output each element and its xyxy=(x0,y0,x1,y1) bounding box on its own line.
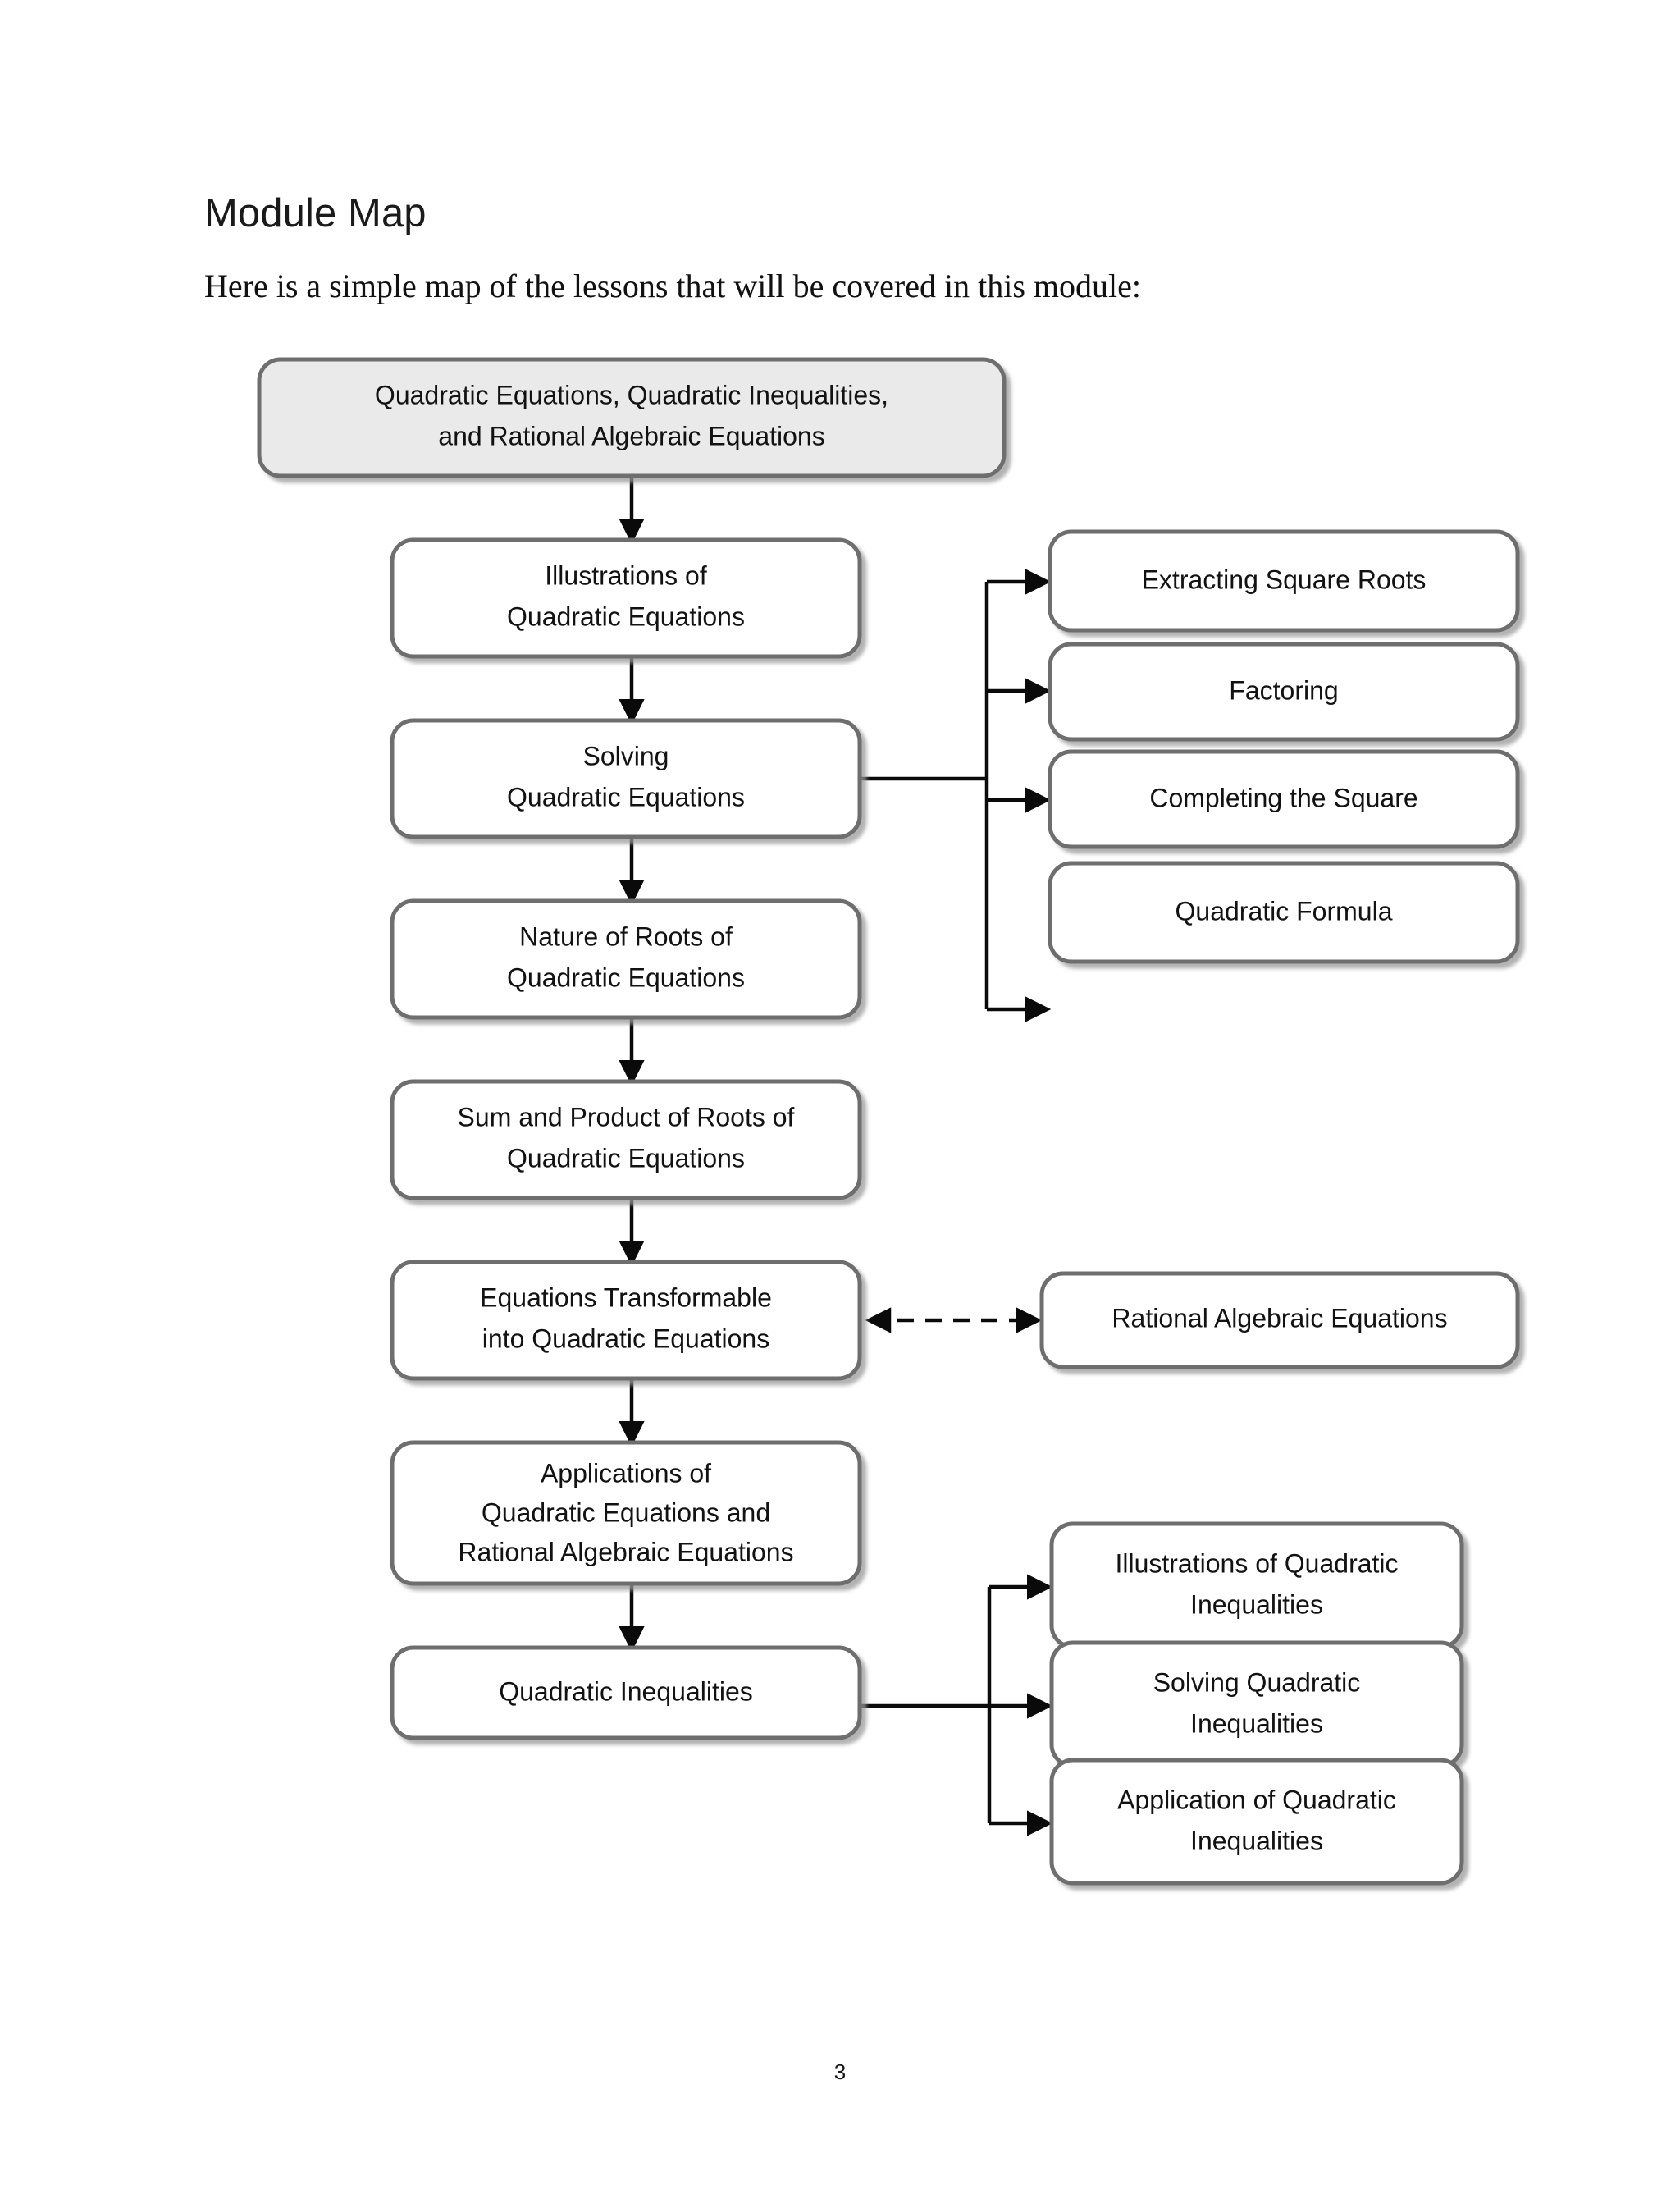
node-root[interactable]: Quadratic Equations, Quadratic Inequalit… xyxy=(257,357,1007,478)
node-transformable-box xyxy=(390,1260,862,1381)
node-extracting-box xyxy=(1048,529,1520,633)
node-nature-of-roots[interactable]: Nature of Roots of Quadratic Equations xyxy=(390,898,862,1020)
node-illustrations-inequalities-label-line-2: Inequalities xyxy=(1190,1589,1323,1619)
node-solving-inequalities-box xyxy=(1049,1640,1464,1768)
node-sumproduct-box xyxy=(390,1079,862,1200)
node-sumproduct-label-line-2: Quadratic Equations xyxy=(507,1143,745,1173)
connector-layer xyxy=(619,476,1053,1836)
node-application-inequalities-label-line-2: Inequalities xyxy=(1190,1826,1323,1855)
node-applications-label-line-3: Rational Algebraic Equations xyxy=(458,1537,793,1566)
node-rational-algebraic-equations[interactable]: Rational Algebraic Equations xyxy=(1039,1271,1520,1369)
node-extracting-square-roots[interactable]: Extracting Square Roots xyxy=(1048,529,1520,633)
node-quadratic-inequalities-box xyxy=(390,1645,862,1740)
node-applications[interactable]: Applications of Quadratic Equations and … xyxy=(390,1440,862,1586)
node-transformable-label-line-1: Equations Transformable xyxy=(480,1282,772,1312)
node-root-label-line-1: Quadratic Equations, Quadratic Inequalit… xyxy=(375,380,888,409)
node-transformable-label-line-2: into Quadratic Equations xyxy=(482,1324,769,1353)
node-formula-box xyxy=(1048,861,1520,964)
node-factoring[interactable]: Factoring xyxy=(1048,642,1520,742)
node-solving-quadratic-equations[interactable]: Solving Quadratic Equations xyxy=(390,718,862,839)
page-title: Module Map xyxy=(204,191,427,235)
node-illustrations-inequalities-label-line-1: Illustrations of Quadratic xyxy=(1115,1548,1398,1578)
node-illustrations-label-line-1: Illustrations of xyxy=(545,560,707,590)
node-solving-inequalities-label-line-2: Inequalities xyxy=(1190,1708,1323,1738)
node-completing-label: Completing the Square xyxy=(1149,783,1418,812)
node-sumproduct-label-line-1: Sum and Product of Roots of xyxy=(458,1102,795,1132)
node-nature-box xyxy=(390,898,862,1020)
node-equations-transformable[interactable]: Equations Transformable into Quadratic E… xyxy=(390,1260,862,1381)
node-quadratic-inequalities-label: Quadratic Inequalities xyxy=(499,1676,753,1706)
node-application-inequalities-box xyxy=(1049,1758,1464,1886)
node-completing-the-square[interactable]: Completing the Square xyxy=(1048,749,1520,849)
node-applications-label-line-2: Quadratic Equations and xyxy=(482,1497,770,1527)
node-factoring-label: Factoring xyxy=(1229,675,1338,705)
node-application-of-quadratic-inequalities[interactable]: Application of Quadratic Inequalities xyxy=(1049,1758,1464,1886)
node-rational-box xyxy=(1039,1271,1520,1369)
node-illustrations-of-quadratic-inequalities[interactable]: Illustrations of Quadratic Inequalities xyxy=(1049,1521,1464,1649)
node-completing-box xyxy=(1048,749,1520,849)
node-rational-label: Rational Algebraic Equations xyxy=(1112,1303,1447,1333)
node-nature-label-line-1: Nature of Roots of xyxy=(519,921,733,951)
node-solving-label-line-2: Quadratic Equations xyxy=(507,782,745,812)
page-number: 3 xyxy=(833,2060,847,2084)
node-nature-label-line-2: Quadratic Equations xyxy=(507,962,745,992)
node-formula-label: Quadratic Formula xyxy=(1176,896,1393,926)
intro-paragraph: Here is a simple map of the lessons that… xyxy=(204,267,1141,304)
node-illustrations-of-quadratic-equations[interactable]: Illustrations of Quadratic Equations xyxy=(390,537,862,659)
module-map-flowchart: Quadratic Equations, Quadratic Inequalit… xyxy=(257,357,1520,1886)
node-applications-box xyxy=(390,1440,862,1586)
node-illustrations-box xyxy=(390,537,862,659)
node-illustrations-label-line-2: Quadratic Equations xyxy=(507,601,745,631)
node-illustrations-inequalities-box xyxy=(1049,1521,1464,1649)
node-root-box xyxy=(257,357,1007,478)
node-solving-box xyxy=(390,718,862,839)
node-application-inequalities-label-line-1: Application of Quadratic xyxy=(1117,1785,1396,1814)
node-factoring-box xyxy=(1048,642,1520,742)
node-solving-inequalities-label-line-1: Solving Quadratic xyxy=(1153,1667,1361,1697)
node-solving-label-line-1: Solving xyxy=(583,741,669,770)
node-solving-quadratic-inequalities[interactable]: Solving Quadratic Inequalities xyxy=(1049,1640,1464,1768)
node-sum-and-product-of-roots[interactable]: Sum and Product of Roots of Quadratic Eq… xyxy=(390,1079,862,1200)
node-root-label-line-2: and Rational Algebraic Equations xyxy=(438,421,824,450)
node-quadratic-inequalities[interactable]: Quadratic Inequalities xyxy=(390,1645,862,1740)
node-applications-label-line-1: Applications of xyxy=(541,1458,711,1488)
node-quadratic-formula[interactable]: Quadratic Formula xyxy=(1048,861,1520,964)
node-extracting-label: Extracting Square Roots xyxy=(1142,565,1427,594)
